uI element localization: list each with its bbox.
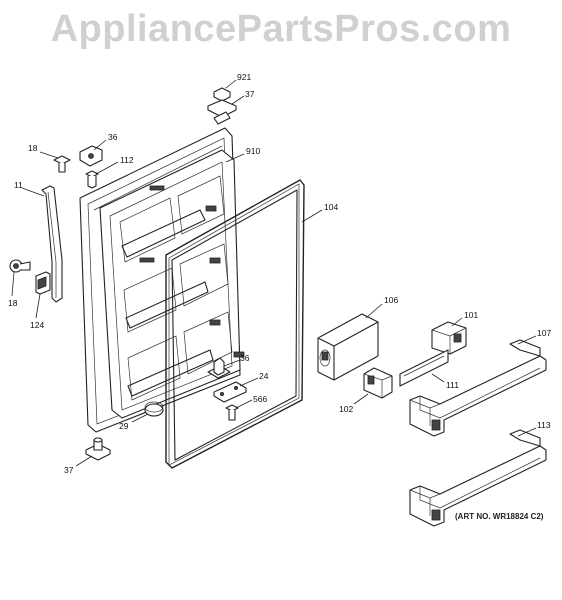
callout-11: 11 [14,180,23,190]
callout-106: 106 [384,295,398,305]
door-inner-liner [99,149,245,419]
callout-36-mid: 36 [240,353,250,363]
callout-37-bottom: 37 [64,465,74,475]
callout-113: 113 [537,420,551,430]
callout-107: 107 [537,328,551,338]
hinge-parts-middle [207,357,247,421]
door-bin-113 [409,429,547,527]
door-bin-107 [409,339,547,437]
top-hinge-parts [207,87,237,125]
watermark-logo: AppliancePartsPros.com [50,8,512,50]
callout-18-bottom: 18 [8,298,18,308]
callout-29: 29 [119,421,129,431]
callout-18-top: 18 [28,143,38,153]
callout-921: 921 [237,72,251,82]
callout-104: 104 [324,202,338,212]
callout-36-top: 36 [108,132,118,142]
callout-102: 102 [339,404,353,414]
callout-labels: 921 37 36 18 112 910 11 104 18 124 106 1… [8,72,551,475]
side-trim-rod [41,185,63,303]
dairy-compartment [317,313,379,381]
callout-24: 24 [259,371,269,381]
art-number: (ART NO. WR18824 C2) [455,512,544,521]
door-gasket [165,179,305,469]
callout-37-top: 37 [245,89,255,99]
callout-111: 111 [446,380,459,390]
door-stop [144,401,164,417]
callout-101: 101 [464,310,478,320]
bracket-and-screw-left [9,259,51,295]
hinge-parts-top-left [53,145,103,189]
callout-112: 112 [120,155,134,165]
dairy-bin-parts [363,321,467,399]
callout-910: 910 [246,146,260,156]
leader-lines [11,79,537,467]
bottom-hinge-pin [85,437,111,461]
callout-566: 566 [253,394,267,404]
callout-124: 124 [30,320,44,330]
